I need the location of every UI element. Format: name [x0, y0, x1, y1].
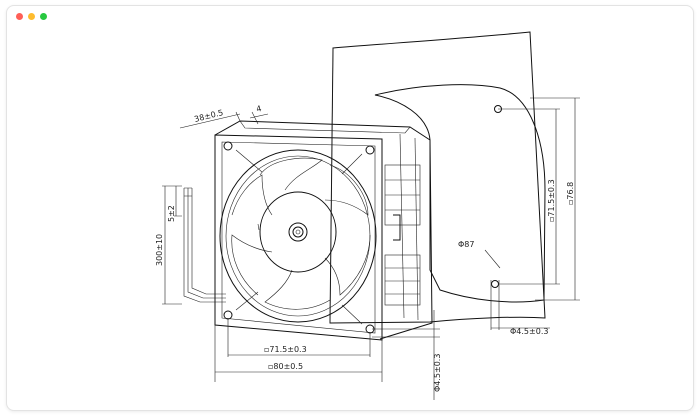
- panel-pitch-label: ▫71.5±0.3: [547, 179, 556, 222]
- wire-length-label: 300±10: [155, 234, 164, 266]
- panel-hole-label: Φ4.5±0.3: [510, 327, 548, 336]
- close-window-button[interactable]: [16, 13, 23, 20]
- lead-wires: [183, 187, 226, 303]
- fan-hub: [259, 191, 337, 273]
- mount-hole-top-left: [223, 141, 233, 151]
- fan-impeller: [231, 157, 371, 310]
- mount-hole-bottom-left: [223, 310, 233, 320]
- dimension-lines: [162, 97, 580, 400]
- wire-strip-label: 5±2: [167, 205, 176, 222]
- panel-size-label: ▫76.8: [566, 182, 575, 205]
- flange-label: 4: [255, 104, 262, 114]
- mount-hole-top-right: [365, 145, 375, 155]
- frame-size-label: ▫80±0.5: [268, 362, 303, 371]
- cutout-diameter-label: Φ87: [458, 240, 474, 249]
- minimize-window-button[interactable]: [28, 13, 35, 20]
- window-titlebar: [7, 6, 693, 26]
- dimension-labels: 38±0.5 4 5±2 300±10 ▫71.5±0.3 ▫80±0.5 Φ4…: [155, 104, 575, 392]
- hole-diameter-label: Φ4.5±0.3: [433, 354, 442, 392]
- fan-housing: [214, 120, 433, 340]
- mounting-panel: [329, 31, 546, 324]
- maximize-window-button[interactable]: [40, 13, 47, 20]
- window-frame: [6, 5, 694, 411]
- hole-pitch-label: ▫71.5±0.3: [264, 345, 307, 354]
